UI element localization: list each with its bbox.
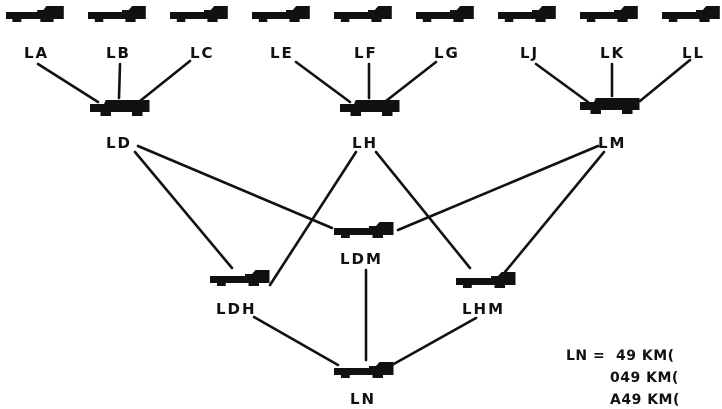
truck-la [6,6,64,22]
label-lc: LC [190,44,215,62]
truck-lhm [456,272,516,288]
label-lb: LB [106,44,131,62]
label-lk: LK [600,44,625,62]
label-la: LA [24,44,49,62]
label-le: LE [270,44,294,62]
edge-le-lh [294,60,352,104]
truck-icon [580,6,638,22]
truck-icon [252,6,310,22]
truck-icon [580,98,640,114]
edge-ll-lm [638,58,692,103]
label-lhm: LHM [462,300,505,318]
edge-lc-ld [138,59,192,103]
truck-le [252,6,310,22]
edge-lhm-ln [390,316,478,367]
truck-icon [334,222,394,238]
truck-ldm [334,222,394,238]
truck-icon [210,270,270,286]
truck-icon [170,6,228,22]
label-ln: LN [350,390,376,408]
truck-lg [416,6,474,22]
edge-lm-lhm [503,150,606,274]
label-lh: LH [352,134,378,152]
legend: LN = 49 KM( 049 KM( A49 KM( [566,348,680,408]
edge-ld-ldm [136,144,334,230]
truck-ln [334,362,394,378]
edges [36,58,692,367]
legend-line-3: A49 KM( [610,392,680,408]
edge-lb-ld [117,62,122,100]
edge-lh-lhm [374,150,472,270]
legend-line-1: LN = 49 KM( [566,348,675,364]
label-lf: LF [354,44,378,62]
truck-lk [580,6,638,22]
truck-lf [334,6,392,22]
edge-la-ld [36,62,100,104]
edge-lj-lm [534,62,590,104]
edge-ldh-ln [252,315,340,367]
truck-icon [334,6,392,22]
truck-icon [498,6,556,22]
truck-icon [662,6,720,22]
edge-lh-ldh [268,150,358,287]
label-lg: LG [434,44,460,62]
truck-lc [170,6,228,22]
truck-icon [456,272,516,288]
legend-line-2: 049 KM( [610,370,679,386]
truck-ll [662,6,720,22]
truck-lb [88,6,146,22]
truck-icon [416,6,474,22]
edge-lm-ldm [396,144,600,232]
label-lj: LJ [520,44,539,62]
truck-ldh [210,270,270,286]
truck-icon [88,6,146,22]
label-ldh: LDH [216,300,257,318]
truck-icon [334,362,394,378]
label-lm: LM [598,134,627,152]
edge-lg-lh [384,60,438,103]
edge-ld-ldh [133,150,234,270]
truck-lm [580,98,640,114]
label-ll: LL [682,44,705,62]
truck-icon [6,6,64,22]
label-ldm: LDM [340,250,383,268]
truck-lj [498,6,556,22]
label-ld: LD [106,134,132,152]
